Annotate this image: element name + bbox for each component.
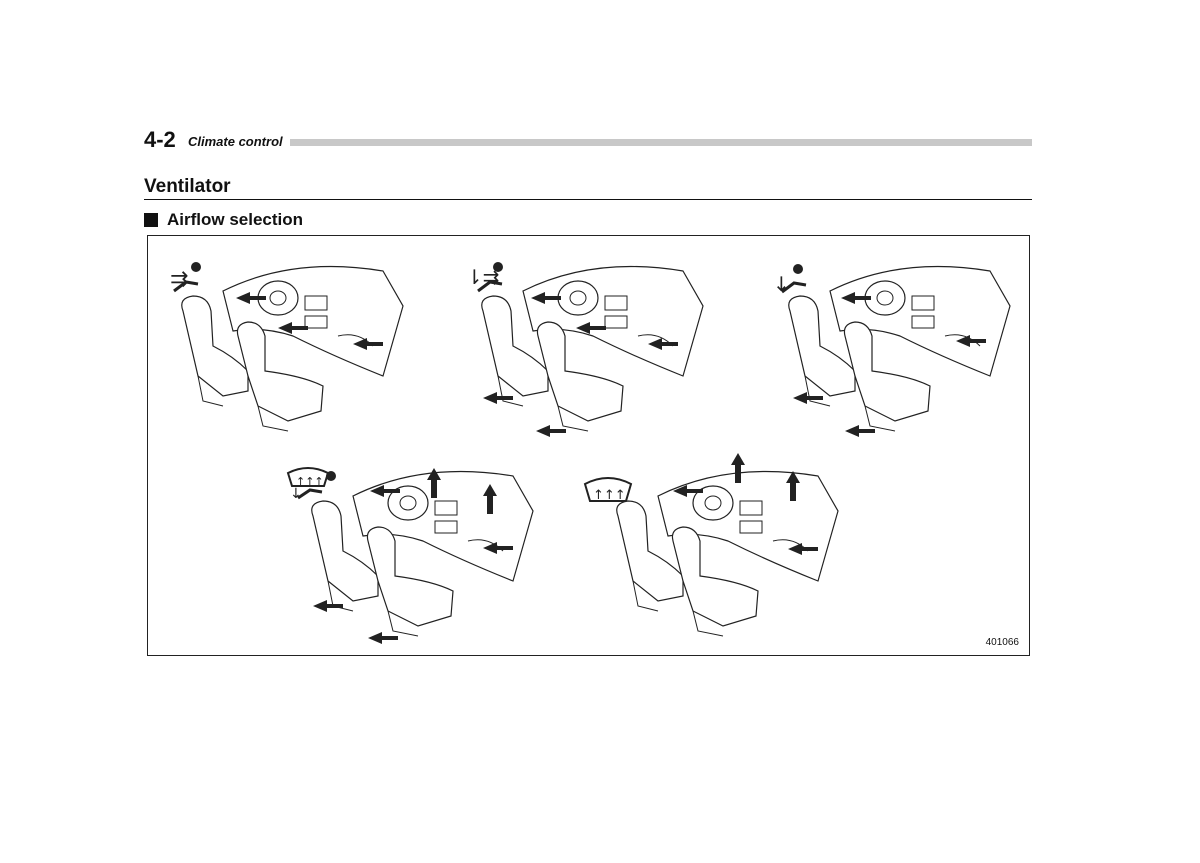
bi-level-mode-panel: ⇂⇉ bbox=[466, 262, 704, 437]
svg-text:↑↑↑: ↑↑↑ bbox=[593, 488, 626, 503]
svg-text:↓: ↓ bbox=[773, 272, 790, 296]
defrost-mode-panel: ↑↑↑ bbox=[583, 453, 839, 637]
svg-text:⇉: ⇉ bbox=[170, 267, 188, 292]
subtitle-text: Airflow selection bbox=[167, 210, 304, 229]
section-name: Climate control bbox=[188, 134, 283, 149]
defrost-foot-mode-icon: ↑↑↑ ↓ bbox=[286, 467, 336, 502]
bi-level-mode-icon: ⇂⇉ bbox=[466, 262, 503, 293]
airflow-figure: ⇉ ⇂⇉ ↓ bbox=[147, 235, 1030, 656]
figure-code: 401066 bbox=[985, 637, 1019, 648]
foot-mode-panel: ↓ bbox=[773, 264, 1011, 437]
foot-mode-icon: ↓ bbox=[773, 264, 807, 296]
svg-text:↓: ↓ bbox=[290, 486, 302, 502]
header-bar bbox=[290, 139, 1032, 146]
section-subtitle: Airflow selection bbox=[144, 210, 303, 230]
defrost-mode-icon: ↑↑↑ bbox=[583, 477, 633, 503]
page-title: Ventilator bbox=[144, 176, 231, 197]
face-mode-icon: ⇉ bbox=[170, 262, 201, 293]
title-divider bbox=[144, 199, 1032, 200]
square-bullet-icon bbox=[144, 213, 158, 227]
face-mode-panel: ⇉ bbox=[170, 262, 404, 432]
svg-text:↑↑↑: ↑↑↑ bbox=[296, 475, 324, 488]
page-number: 4-2 bbox=[144, 127, 176, 152]
defrost-foot-mode-panel: ↑↑↑ ↓ bbox=[286, 467, 534, 644]
